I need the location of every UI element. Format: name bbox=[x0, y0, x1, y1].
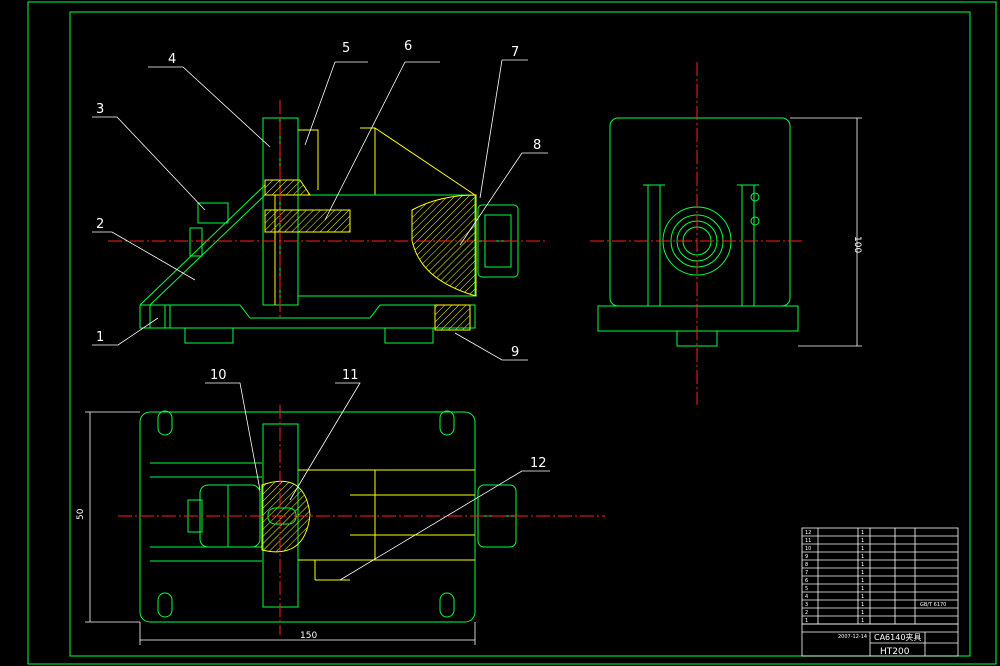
title-block-date: 2007-12-14 bbox=[838, 634, 867, 640]
title-block-row-qty: 1 bbox=[861, 538, 864, 544]
title-block-row-qty: 1 bbox=[861, 610, 864, 616]
callout-3: 3 bbox=[96, 102, 104, 117]
title-block-row-qty: 1 bbox=[861, 562, 864, 568]
title-block-title: CA6140夹具 bbox=[874, 632, 921, 642]
title-block-row-qty: 1 bbox=[861, 594, 864, 600]
title-block-row-number: 10 bbox=[805, 546, 811, 552]
callout-12: 12 bbox=[530, 456, 547, 471]
title-block-material: HT200 bbox=[880, 647, 910, 657]
outer-frame bbox=[27, 1, 997, 665]
callout-6: 6 bbox=[404, 39, 412, 54]
leader-lines bbox=[92, 59, 550, 581]
callout-4: 4 bbox=[168, 52, 176, 67]
dim-plan-width: 150 bbox=[300, 631, 317, 641]
callout-11: 11 bbox=[342, 368, 359, 383]
inner-frame bbox=[69, 11, 971, 657]
title-block-row-number: 3 bbox=[805, 602, 808, 608]
dim-side-height: 100 bbox=[852, 236, 862, 253]
callouts: 1 2 3 4 5 6 7 8 9 10 11 12 bbox=[96, 39, 547, 471]
plan-view bbox=[85, 405, 605, 645]
title-block-row-qty: 1 bbox=[861, 554, 864, 560]
title-block-row-number: 9 bbox=[805, 554, 808, 560]
front-view bbox=[108, 100, 548, 344]
title-block-row-qty: 1 bbox=[861, 578, 864, 584]
callout-10: 10 bbox=[210, 368, 227, 383]
callout-1: 1 bbox=[96, 330, 104, 345]
title-block-standard: GB/T 6170 bbox=[920, 602, 946, 608]
title-block-row-number: 4 bbox=[805, 594, 808, 600]
callout-9: 9 bbox=[511, 345, 519, 360]
dim-plan-depth: 50 bbox=[76, 508, 86, 520]
title-block-row-qty: 1 bbox=[861, 546, 864, 552]
title-block-row-qty: 1 bbox=[861, 602, 864, 608]
title-block-row-number: 2 bbox=[805, 610, 808, 616]
callout-7: 7 bbox=[511, 45, 519, 60]
title-block-row-number: 7 bbox=[805, 570, 808, 576]
title-block-row-number: 8 bbox=[805, 562, 808, 568]
title-block-row-number: 11 bbox=[805, 538, 811, 544]
title-block-row-number: 12 bbox=[805, 530, 811, 536]
title-block-row-number: 6 bbox=[805, 578, 808, 584]
title-block-row-qty: 1 bbox=[861, 586, 864, 592]
title-block-row-number: 1 bbox=[805, 618, 808, 624]
callout-2: 2 bbox=[96, 217, 104, 232]
callout-5: 5 bbox=[342, 41, 350, 56]
title-block-row-qty: 1 bbox=[861, 570, 864, 576]
title-block-row-number: 5 bbox=[805, 586, 808, 592]
title-block-row-qty: 1 bbox=[861, 618, 864, 624]
side-view bbox=[590, 62, 862, 405]
title-block-row-qty: 1 bbox=[861, 530, 864, 536]
callout-8: 8 bbox=[533, 138, 541, 153]
